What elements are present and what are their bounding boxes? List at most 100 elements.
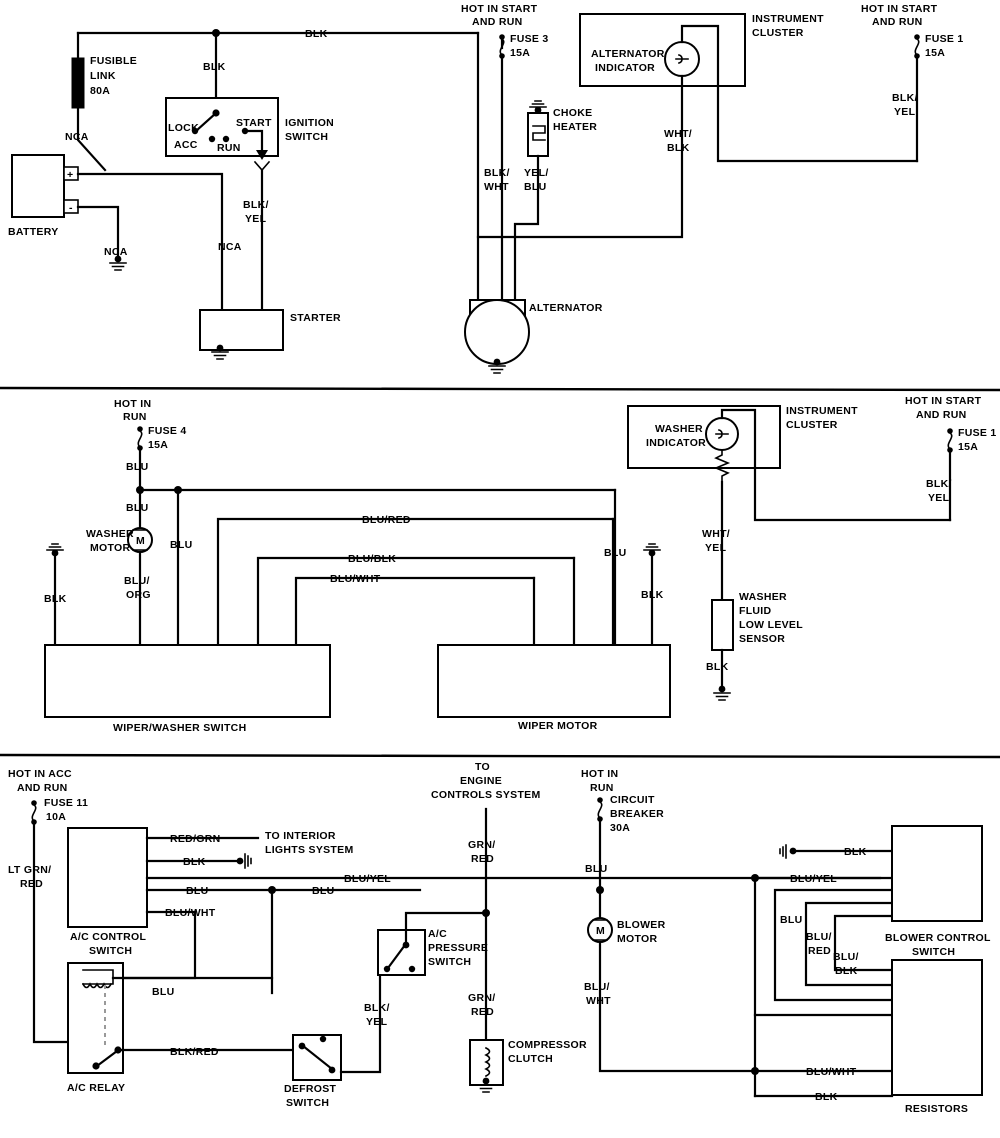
label-cluster-1-p2: INSTRUMENT bbox=[786, 405, 858, 417]
ac-relay-coil-winding bbox=[81, 982, 113, 989]
label-blu-2-p3: BLU bbox=[312, 885, 334, 897]
ground-symbol-sensor bbox=[713, 692, 731, 701]
wire-blublk-switch-to-motor bbox=[256, 556, 576, 647]
wire-blured-switch-to-motor bbox=[216, 517, 615, 647]
label-blkyel-1-p2: BLK/ bbox=[926, 478, 952, 490]
label-blower-motor-symbol: M bbox=[596, 925, 605, 937]
label-blk-sensor: BLK bbox=[706, 661, 729, 673]
label-sensor-4: SENSOR bbox=[739, 633, 785, 645]
ground-symbol-choke bbox=[529, 100, 547, 108]
circuit-breaker-symbol bbox=[597, 800, 603, 820]
circuit-breaker-top-dot bbox=[597, 797, 603, 803]
label-whtyel-1: WHT/ bbox=[702, 528, 730, 540]
label-hot1-2: AND RUN bbox=[472, 16, 523, 28]
ground-symbol-alternator bbox=[488, 365, 506, 374]
label-hot2-2-p3: RUN bbox=[590, 782, 614, 794]
label-sensor-1: WASHER bbox=[739, 591, 787, 603]
blower-motor-brushes bbox=[592, 919, 608, 941]
blower-control-switch-box bbox=[891, 825, 983, 922]
label-fuse3: FUSE 3 bbox=[510, 33, 549, 45]
label-sensor-3: LOW LEVEL bbox=[739, 619, 803, 631]
label-cb-1: CIRCUIT bbox=[610, 794, 655, 806]
label-bluwht-2-p3: BLU/ bbox=[584, 981, 610, 993]
wire-ac-pressure-to-grnred bbox=[404, 911, 488, 947]
battery-box bbox=[11, 154, 65, 218]
alternator-indicator-filament bbox=[675, 54, 689, 64]
label-fuse3a: 15A bbox=[510, 47, 530, 59]
label-ac-control-1: A/C CONTROL bbox=[70, 931, 146, 943]
fuse1-top-dot-p2 bbox=[947, 428, 953, 434]
label-run: RUN bbox=[217, 142, 241, 154]
ignition-connector-chevron bbox=[253, 160, 271, 172]
fuse3-top-dot bbox=[499, 34, 505, 40]
ground-dot-battery bbox=[114, 255, 122, 263]
label-lock: LOCK bbox=[168, 122, 199, 134]
label-fuse11: FUSE 11 bbox=[44, 797, 88, 809]
label-hot1-1: HOT IN START bbox=[461, 3, 538, 15]
ignition-contact-run bbox=[222, 135, 230, 143]
resistors-box bbox=[891, 959, 983, 1096]
label-hot2-2-p1: AND RUN bbox=[872, 16, 923, 28]
panel-wiper-washer bbox=[44, 405, 953, 718]
ground-symbol-clutch bbox=[477, 1084, 495, 1093]
fuse4-symbol bbox=[137, 429, 143, 449]
label-blublk: BLU/BLK bbox=[348, 553, 396, 565]
label-blk-ignition: BLK bbox=[203, 61, 226, 73]
label-blk-1-p3: BLK bbox=[183, 856, 206, 868]
label-fusible-2: LINK bbox=[90, 70, 116, 82]
label-altind-1: ALTERNATOR bbox=[591, 48, 665, 60]
ground-dot-alternator bbox=[493, 358, 501, 366]
ac-relay-box bbox=[67, 962, 124, 1074]
wire-bluwht-switch-to-motor bbox=[294, 576, 536, 647]
fuse11-symbol bbox=[31, 803, 37, 823]
choke-heater-box bbox=[527, 112, 549, 157]
label-bluwht-4-p3: BLU/WHT bbox=[806, 1066, 857, 1078]
label-acpress-1: A/C bbox=[428, 928, 447, 940]
label-battery-plus: + bbox=[67, 169, 73, 181]
panel-divider-2 bbox=[0, 753, 1000, 759]
wire-yelblu-to-alternator bbox=[513, 154, 540, 302]
wire-cluster-internal-p2 bbox=[720, 408, 757, 470]
fusible-link-body bbox=[71, 57, 85, 109]
label-bluyel-2-p3: BLU/YEL bbox=[790, 873, 837, 885]
label-grnred-2: RED bbox=[471, 853, 494, 865]
label-hot2-1-p2: HOT IN START bbox=[905, 395, 982, 407]
label-blu-3-p2: BLU bbox=[170, 539, 192, 551]
label-toengine-1: TO bbox=[475, 761, 490, 773]
label-whtyel-2: YEL bbox=[705, 542, 727, 554]
label-nca-1: NCA bbox=[65, 131, 89, 143]
wiper-motor-box bbox=[437, 644, 671, 718]
label-choke-2: HEATER bbox=[553, 121, 597, 133]
label-blured-2-p3: RED bbox=[808, 945, 831, 957]
label-whtblk-1: WHT/ bbox=[664, 128, 692, 140]
label-yelblu-1: YEL/ bbox=[524, 167, 549, 179]
label-blkyel-2-p2: YEL bbox=[928, 492, 950, 504]
label-hot-1-p3: HOT IN ACC bbox=[8, 768, 72, 780]
ground-dot-ac-control bbox=[236, 857, 244, 865]
wiper-washer-switch-box bbox=[44, 644, 331, 718]
label-bluwht-1-p3: BLU/WHT bbox=[165, 907, 216, 919]
ignition-contact-lock bbox=[191, 127, 199, 135]
wire-blkyel-defrost-to-press-switch bbox=[339, 973, 382, 1074]
label-blk-right-p2: BLK bbox=[641, 589, 664, 601]
label-fuse1a-p1: 15A bbox=[925, 47, 945, 59]
fuse1-symbol-p1 bbox=[914, 37, 920, 57]
label-bluwht-3-p3: WHT bbox=[586, 995, 611, 1007]
label-ltgrn-1: LT GRN/ bbox=[8, 864, 51, 876]
wire-blured-bcs-to-resistors bbox=[804, 901, 894, 987]
label-ac-relay: A/C RELAY bbox=[67, 1082, 125, 1094]
label-fuse1-p1: FUSE 1 bbox=[925, 33, 964, 45]
ac-pressure-contact-common bbox=[383, 965, 391, 973]
label-bcs-1: BLOWER CONTROL bbox=[885, 932, 991, 944]
label-cluster-2-p1: CLUSTER bbox=[752, 27, 804, 39]
label-blu-4-p2: BLU bbox=[604, 547, 626, 559]
label-blu-3-p3: BLU bbox=[780, 914, 802, 926]
label-blkwht-2: WHT bbox=[484, 181, 509, 193]
label-hot2-1-p1: HOT IN START bbox=[861, 3, 938, 15]
panel-divider-1 bbox=[0, 386, 1000, 392]
label-bcs-2: SWITCH bbox=[912, 946, 955, 958]
label-hot-1-p2: HOT IN bbox=[114, 398, 151, 410]
alternator-body bbox=[464, 299, 530, 365]
label-start: START bbox=[236, 117, 272, 129]
label-acpress-2: PRESSURE bbox=[428, 942, 488, 954]
